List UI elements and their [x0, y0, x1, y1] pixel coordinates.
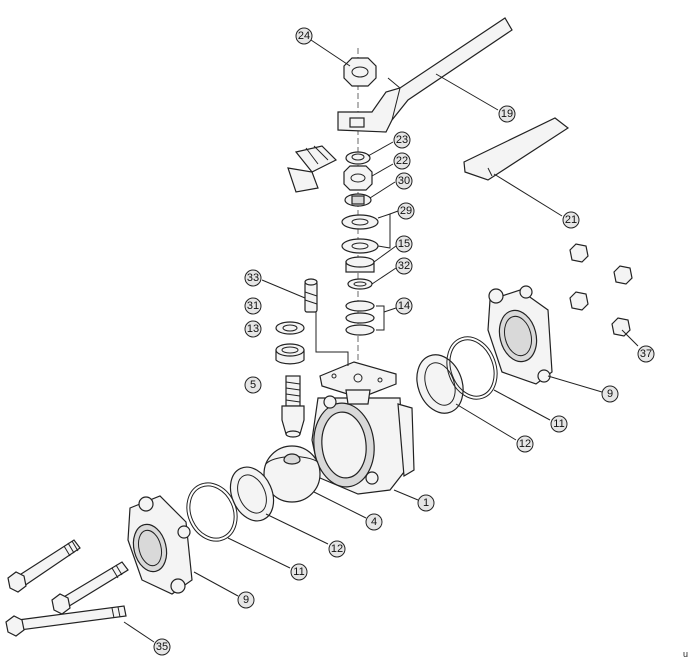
nut-22	[343, 165, 373, 191]
callout-label: 14	[398, 300, 410, 312]
callout-11-right: 11	[550, 415, 568, 433]
callout-label: 30	[398, 175, 410, 187]
handle-lever	[337, 17, 513, 133]
callout-label: 11	[293, 566, 304, 578]
callout-label: 22	[396, 155, 408, 167]
stem-nut	[343, 57, 377, 87]
callout-label: 13	[247, 323, 259, 335]
callout-24: 24	[295, 27, 313, 45]
callout-35: 35	[153, 638, 171, 656]
callout-31: 31	[244, 297, 262, 315]
callout-label: 35	[156, 641, 168, 653]
gasket-11-right	[446, 336, 498, 400]
callout-11-left: 11	[290, 563, 308, 581]
seat-12-right	[416, 354, 464, 414]
callout-37: 37	[637, 345, 655, 363]
callout-32: 32	[395, 257, 413, 275]
callout-21: 21	[562, 211, 580, 229]
callout-label: 9	[607, 388, 613, 400]
callout-29: 29	[397, 202, 415, 220]
callout-label: 12	[519, 438, 531, 450]
ball-4	[263, 445, 321, 503]
mounting-pad	[315, 312, 397, 405]
callout-13: 13	[244, 320, 262, 338]
callout-label: 24	[298, 30, 310, 42]
callout-15: 15	[395, 235, 413, 253]
callout-30: 30	[395, 172, 413, 190]
bolts-35	[5, 539, 129, 637]
washers-29	[341, 214, 379, 254]
belleville-washer-23	[345, 151, 371, 165]
callout-label: 1	[423, 497, 429, 509]
callout-4: 4	[365, 513, 383, 531]
callout-label: 21	[565, 214, 577, 226]
end-cap-9-right	[487, 285, 553, 385]
callout-label: 12	[331, 543, 343, 555]
callout-label: 32	[398, 260, 410, 272]
callout-9-left: 9	[237, 591, 255, 609]
callout-19: 19	[498, 105, 516, 123]
callout-14: 14	[395, 297, 413, 315]
callout-label: 15	[398, 238, 410, 250]
valve-body	[311, 395, 415, 495]
stem-5	[281, 375, 305, 438]
gland-15	[345, 256, 375, 273]
callout-label: 5	[250, 379, 256, 391]
nuts-37	[569, 243, 633, 337]
callout-33: 33	[244, 269, 262, 287]
callout-label: 31	[247, 300, 259, 312]
edge-mark: u	[682, 649, 688, 659]
callout-label: 33	[247, 272, 259, 284]
callout-5: 5	[244, 376, 262, 394]
callout-label: 19	[501, 108, 513, 120]
callout-label: 4	[371, 516, 377, 528]
callout-12-right: 12	[516, 435, 534, 453]
lock-clip	[287, 145, 338, 193]
callout-label: 9	[243, 594, 249, 606]
callout-label: 23	[396, 134, 408, 146]
callout-12-left: 12	[328, 540, 346, 558]
callout-label: 29	[400, 205, 412, 217]
thrust-washer-31	[275, 321, 305, 335]
callout-22: 22	[393, 152, 411, 170]
seat-12-left	[229, 466, 275, 522]
callout-23: 23	[393, 131, 411, 149]
handle-sleeve	[463, 117, 570, 181]
leader-lines	[123, 39, 639, 643]
callout-label: 37	[640, 348, 652, 360]
gasket-11-left	[186, 482, 238, 542]
stop-pin-33	[304, 278, 318, 313]
callout-1: 1	[417, 494, 435, 512]
stem-seal-13	[275, 343, 305, 365]
end-cap-9-left	[127, 495, 193, 595]
oring-32	[347, 278, 373, 290]
callout-label: 11	[553, 418, 564, 430]
lock-tab-30	[344, 193, 372, 207]
callout-9-right: 9	[601, 385, 619, 403]
packing-14	[345, 300, 375, 336]
